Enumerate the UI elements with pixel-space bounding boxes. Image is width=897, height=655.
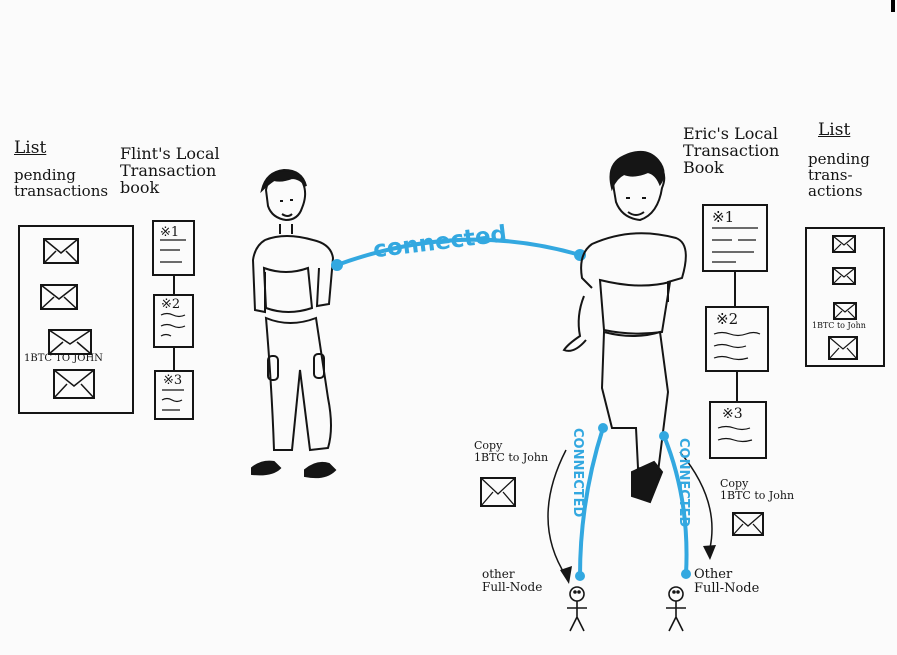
envelope-icon bbox=[829, 337, 857, 359]
connected-label: connected bbox=[372, 221, 509, 263]
arrow-left bbox=[548, 450, 572, 584]
connected-vertical-left: CONNECTED bbox=[570, 428, 585, 518]
flint-block-2-label: ※2 bbox=[161, 297, 180, 312]
left-list-title: List bbox=[14, 140, 46, 158]
envelope-icon bbox=[44, 239, 78, 263]
right-pending-list bbox=[806, 228, 884, 366]
flint-transaction-book bbox=[153, 221, 194, 419]
copy-envelope-left bbox=[481, 478, 515, 506]
left-pending-list bbox=[19, 226, 133, 413]
node-label-left: other Full-Node bbox=[482, 568, 542, 593]
envelope-icon bbox=[54, 370, 94, 398]
envelope-icon bbox=[834, 303, 856, 319]
right-list-title: List bbox=[818, 122, 850, 140]
envelope-icon bbox=[49, 330, 91, 354]
right-list-item-label: 1BTC to John bbox=[812, 322, 866, 330]
copy-label-right: Copy 1BTC to John bbox=[720, 478, 794, 501]
right-list-subtitle: pending trans- actions bbox=[808, 152, 870, 199]
stick-figure-left bbox=[567, 587, 587, 631]
left-list-subtitle: pending transactions bbox=[14, 168, 108, 200]
copy-envelope-right bbox=[733, 513, 763, 535]
eric-block-2-label: ※2 bbox=[716, 310, 738, 328]
eric-book-title: Eric's Local Transaction Book bbox=[683, 126, 779, 176]
copy-label-left: Copy 1BTC to John bbox=[474, 440, 548, 463]
envelope-icon bbox=[41, 285, 77, 309]
flint-book-title: Flint's Local Transaction book bbox=[120, 146, 220, 196]
flint-block-1-label: ※1 bbox=[160, 225, 179, 240]
flint-block-3-label: ※3 bbox=[163, 373, 182, 388]
connected-vertical-right: CONNECTED bbox=[676, 438, 691, 528]
stick-figure-right bbox=[666, 587, 686, 631]
eric-block-1-label: ※1 bbox=[712, 208, 734, 226]
left-list-item-label: 1BTC TO JOHN bbox=[24, 354, 103, 365]
flint-person bbox=[252, 170, 335, 477]
node-label-right: Other Full-Node bbox=[694, 568, 759, 595]
envelope-icon bbox=[833, 236, 855, 252]
envelope-icon bbox=[833, 268, 855, 284]
eric-block-3-label: ※3 bbox=[722, 406, 743, 422]
